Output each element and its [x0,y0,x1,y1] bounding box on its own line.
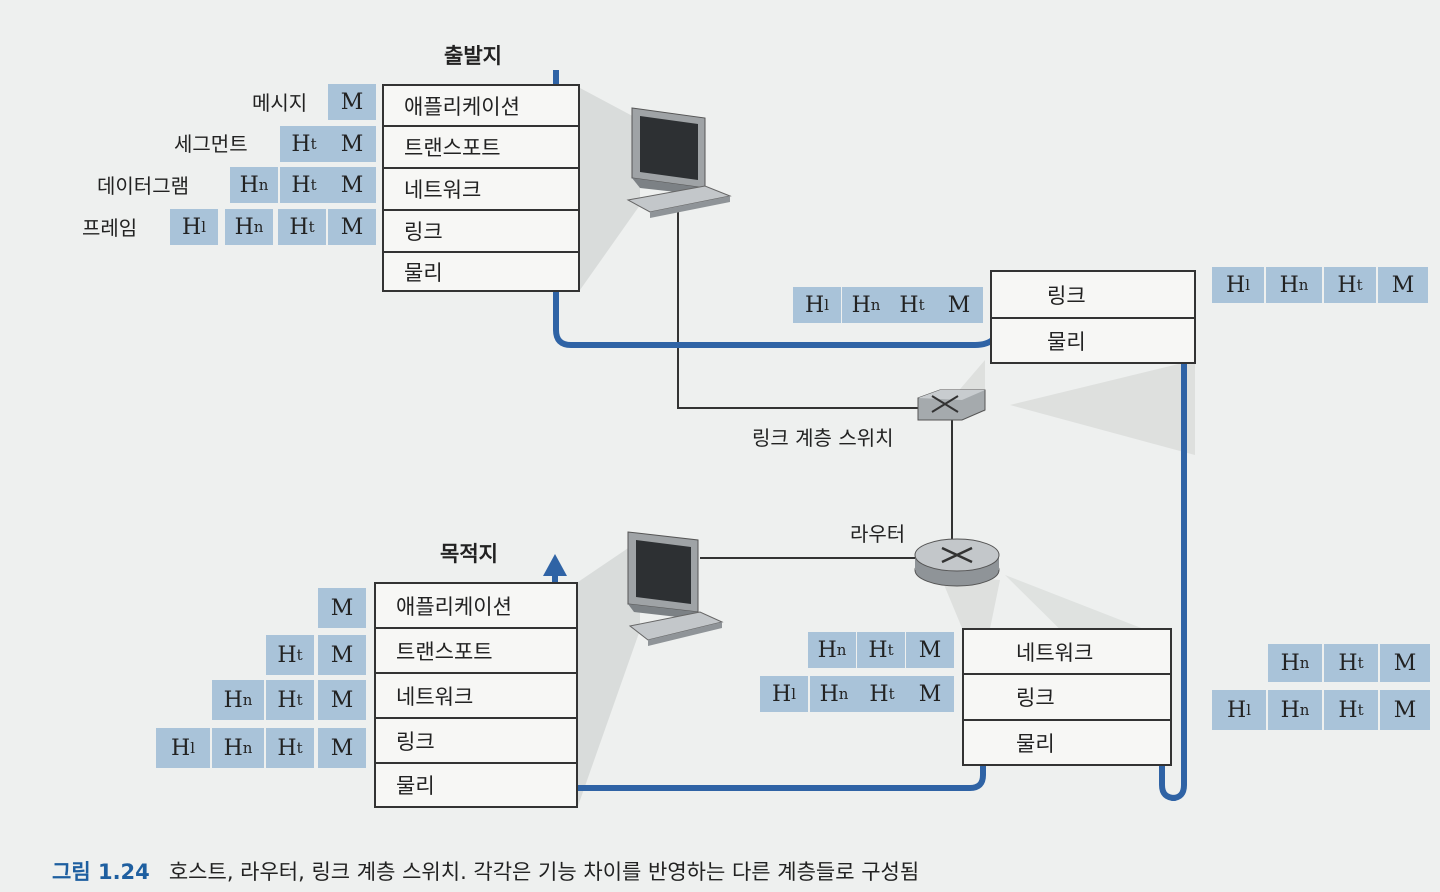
switch-layer-physical: 물리 [990,318,1196,364]
figure-caption: 그림 1.24 호스트, 라우터, 링크 계층 스위치. 각각은 기능 차이를 … [52,856,919,886]
header-m: M [318,588,366,628]
source-layer-transport: 트랜스포트 [382,126,580,168]
dest-layer-application: 애플리케이션 [374,582,578,628]
dest-layer-physical: 물리 [374,763,578,808]
dest-layer-link: 링크 [374,718,578,763]
switch-beam [955,282,985,412]
header-m: M [1380,690,1430,730]
source-layer-network: 네트워크 [382,168,580,210]
header-m: M [318,728,366,768]
label-segment: 세그먼트 [174,132,248,156]
router-layer-network: 네트워크 [962,628,1172,674]
router-label: 라우터 [850,522,906,546]
header-m: M [328,167,376,203]
header-m: M [328,126,376,162]
header-m: M [1378,267,1428,303]
switch-layer-link: 링크 [990,270,1196,318]
header-m: M [328,209,376,245]
dest-layer-transport: 트랜스포트 [374,628,578,673]
router-layer-physical: 물리 [962,720,1172,766]
figure-caption-text: 호스트, 라우터, 링크 계층 스위치. 각각은 기능 차이를 반영하는 다른 … [168,860,920,884]
header-m: M [328,84,376,120]
label-message: 메시지 [252,91,308,115]
header-m: M [318,635,366,675]
switch-label: 링크 계층 스위치 [752,426,894,450]
source-host-beam [580,88,640,290]
header-m: M [318,680,366,720]
data-path-arrow [543,554,567,576]
dest-host-beam [578,540,640,806]
link-source-to-switch [677,195,918,409]
source-host-title: 출발지 [444,44,502,68]
label-datagram: 데이터그램 [97,174,189,198]
switch-beam-right [1010,360,1195,455]
header-m: M [906,632,954,668]
source-layer-application: 애플리케이션 [382,84,580,126]
header-m: M [1380,644,1430,682]
router-icon [914,538,1000,587]
source-layer-link: 링크 [382,210,580,252]
switch-icon [917,389,986,421]
source-layer-physical: 물리 [382,252,580,292]
dest-layer-network: 네트워크 [374,673,578,718]
source-computer-icon [626,107,732,218]
dest-host-title: 목적지 [440,542,498,566]
dest-computer-icon [627,531,724,646]
figure-number: 그림 1.24 [52,860,150,884]
header-m: M [906,676,954,712]
label-frame: 프레임 [82,216,138,240]
router-layer-link: 링크 [962,674,1172,720]
header-m: M [935,287,983,323]
